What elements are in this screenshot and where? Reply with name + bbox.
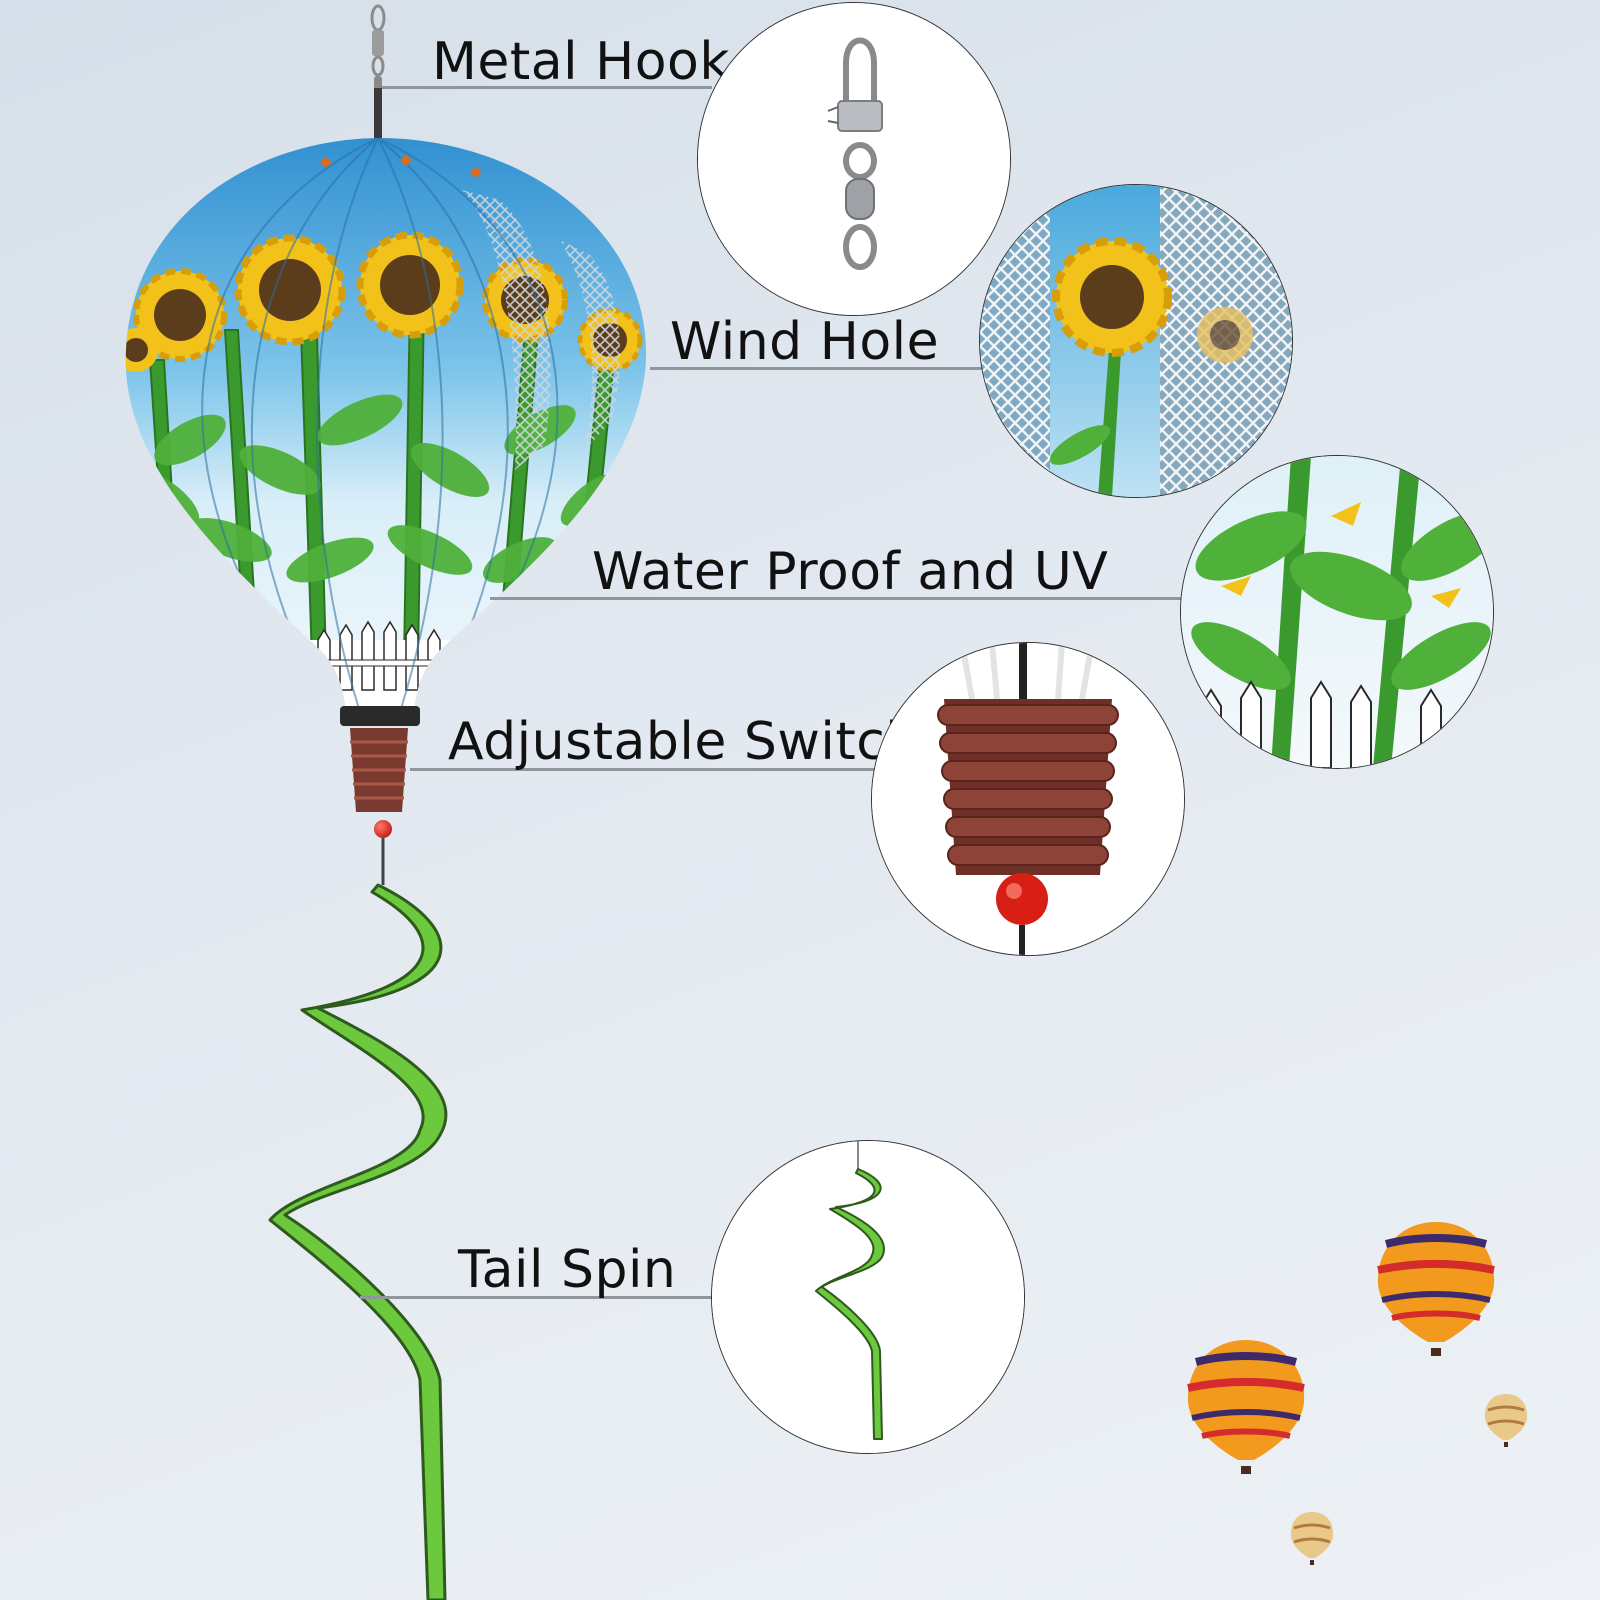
balloon-rim [340, 706, 420, 726]
detail-circle-tail-spin [711, 1140, 1025, 1454]
leader-metal-hook [382, 86, 712, 89]
label-metal-hook: Metal Hook [432, 32, 730, 92]
metal-hook-icon [370, 4, 386, 140]
tail-spin-icon [268, 883, 448, 1600]
mesh-panel-closeup [980, 185, 1292, 497]
leader-adjustable-switch [410, 768, 880, 771]
bead-icon [374, 820, 392, 838]
label-water-proof: Water Proof and UV [592, 542, 1109, 602]
tail-spin-closeup [712, 1141, 1024, 1453]
balloon-envelope [125, 138, 647, 712]
fabric-print-closeup [1181, 456, 1493, 768]
leader-tail-spin [360, 1296, 712, 1299]
detail-circle-wind-hole [979, 184, 1293, 498]
label-tail-spin: Tail Spin [458, 1240, 677, 1300]
leader-water-proof [490, 597, 1182, 600]
label-adjustable-switch: Adjustable Switch [448, 712, 919, 772]
mesh-panels [462, 190, 621, 470]
label-wind-hole: Wind Hole [670, 312, 940, 372]
switch-closeup [872, 643, 1184, 955]
leader-wind-hole [650, 367, 982, 370]
swivel-clip-icon [698, 3, 1010, 315]
detail-circle-adjustable-switch [871, 642, 1185, 956]
adjustable-switch-bushing [350, 728, 408, 812]
detail-circle-metal-hook [697, 2, 1011, 316]
detail-circle-water-proof [1180, 455, 1494, 769]
background-balloons [1187, 1222, 1528, 1565]
